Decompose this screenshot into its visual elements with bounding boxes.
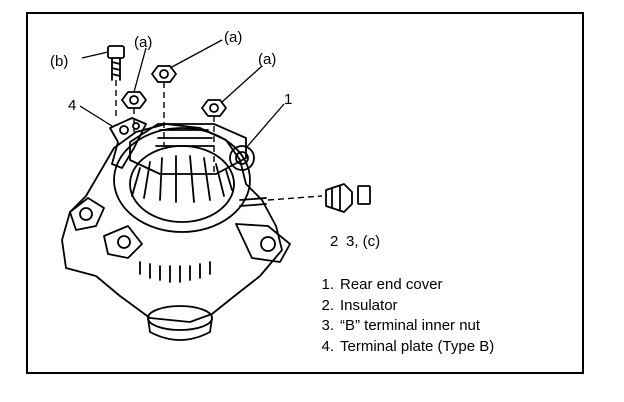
insulator [325,183,353,213]
legend-item: 2.Insulator [321,296,398,314]
callout-a-right: (a) [258,51,276,68]
legend-item: 1.Rear end cover [321,276,443,293]
callout-4: 4 [68,97,76,114]
alternator-body [61,123,283,323]
callout-3c: 3, (c) [346,233,380,250]
callout-a-top: (a) [224,29,242,46]
cover-block [129,123,247,175]
bolt-head [107,45,125,59]
legend-item: 4.Terminal plate (Type B) [321,337,495,355]
parts-legend: 1.Rear end cover 2.Insulator 3.“B” termi… [310,275,494,357]
nut-a-top [151,65,177,83]
legend-label: Terminal plate (Type B) [340,337,495,355]
legend-label: “B” terminal inner nut [340,317,481,334]
terminal-boss [229,145,255,171]
bolt-shank [111,57,121,81]
legend-item: 3.“B” terminal inner nut [321,317,481,334]
legend-label: Rear end cover [340,276,443,293]
callout-1: 1 [284,91,292,108]
rear-end-cover [113,127,251,233]
callout-2: 2 [330,233,338,250]
b-terminal-stud [239,197,267,207]
nut-a-right [201,99,227,117]
callout-a-upper-left: (a) [134,34,152,51]
b-terminal-inner-nut [357,185,371,205]
callout-b: (b) [50,53,68,70]
nut-a-upper-left [121,91,147,109]
diagram-frame [26,12,584,374]
legend-label: Insulator [340,296,398,314]
